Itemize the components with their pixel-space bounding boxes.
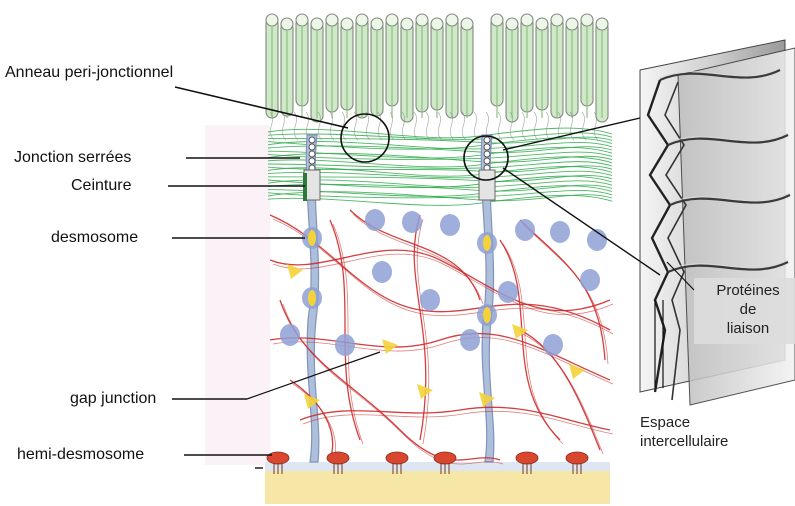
desmosome-core (483, 307, 491, 323)
microvillus-tip (536, 18, 548, 30)
microvillus-tip (416, 14, 428, 26)
terminal-web-filament (330, 112, 334, 140)
microvillus-tip (296, 14, 308, 26)
terminal-web-filament (522, 112, 526, 140)
desmosome-core (308, 230, 316, 246)
microvillus-tip (386, 14, 398, 26)
terminal-web-filament (582, 112, 586, 140)
microvillus-tip (521, 14, 533, 26)
zoom-circle-anneau (341, 114, 389, 162)
hemi-desmosome-plaque (566, 452, 588, 464)
keratin-filaments (270, 210, 613, 464)
desmosome-plaque (440, 214, 460, 236)
microvillus-tip (326, 14, 338, 26)
label-espace: Espace (640, 414, 690, 432)
keratin-filament (300, 407, 610, 430)
label-desmosome: desmosome (51, 229, 138, 247)
label-intercellulaire: intercellulaire (640, 433, 728, 451)
desmosome-plaque (365, 209, 385, 231)
microvillus-tip (266, 14, 278, 26)
microvillus-tip (566, 18, 578, 30)
label-ceinture: Ceinture (71, 177, 131, 195)
desmosome-plaque (335, 334, 355, 356)
gap-junction (512, 324, 528, 339)
microvillus-tip (581, 14, 593, 26)
microvillus-tip (341, 18, 353, 30)
desmosome-plaque (543, 334, 563, 356)
terminal-web-filament (498, 112, 502, 140)
microvillus-tip (596, 18, 608, 30)
label-proteines: Protéines (702, 282, 794, 300)
tight-junction-strand (309, 137, 315, 143)
keratin-filament (330, 220, 360, 440)
microvillus-tip (311, 18, 323, 30)
keratin-filament (273, 254, 613, 314)
basal-lamina (265, 470, 610, 504)
desmosome-plaque (460, 329, 480, 351)
keratin-filament (523, 334, 603, 454)
terminal-web-filament (474, 112, 478, 140)
hemi-desmosome-plaque (516, 452, 538, 464)
desmosome-plaque (498, 281, 518, 303)
terminal-web-filament (438, 112, 442, 140)
gap-junction (569, 364, 585, 379)
terminal-web-filament (390, 112, 394, 140)
keratin-filament (303, 411, 613, 434)
tight-junction-strand (309, 151, 315, 157)
microvillus-tip (431, 18, 443, 30)
desmosome-plaque (550, 221, 570, 243)
label-gap-junction: gap junction (70, 390, 156, 408)
microvillus-tip (356, 14, 368, 26)
label-hemi-desmosome: hemi-desmosome (17, 446, 144, 464)
label-anneau-peri-jonctionnel: Anneau peri-jonctionnel (5, 64, 173, 82)
microvillus-tip (461, 18, 473, 30)
adherens-belt (479, 170, 495, 200)
desmosome-plaque (420, 289, 440, 311)
desmosome-plaque (402, 211, 422, 233)
hemi-desmosome-plaque (434, 452, 456, 464)
basal-membrane (265, 462, 610, 471)
hemi-desmosome-plaque (267, 452, 289, 464)
microvillus-tip (371, 18, 383, 30)
desmosome-core (483, 235, 491, 251)
desmosome-plaque (515, 219, 535, 241)
microvillus-tip (446, 14, 458, 26)
desmosome-plaque (372, 261, 392, 283)
microvillus-tip (551, 14, 563, 26)
desmosome-core (308, 290, 316, 306)
desmosome-plaque (580, 269, 600, 291)
label-jonction-serrees: Jonction serrées (14, 149, 131, 167)
label-proteines-liaison: liaison (702, 320, 794, 338)
microvillus-tip (491, 14, 503, 26)
microvilli-layer (266, 14, 608, 122)
tight-junction-strand (309, 144, 315, 150)
microvillus-tip (506, 18, 518, 30)
tight-junction-strand (484, 137, 490, 143)
tight-junction-strand (484, 158, 490, 164)
microvillus-tip (281, 18, 293, 30)
ceinture-plaque (303, 173, 307, 201)
hemi-desmosome-plaque (327, 452, 349, 464)
tight-junction-strand (484, 144, 490, 150)
cytoplasm-background (205, 125, 270, 465)
gap-junction (382, 339, 398, 354)
gap-junction (287, 264, 303, 279)
desmosomes (280, 209, 607, 356)
gap-junctions (287, 264, 585, 409)
terminal-web-filament (546, 112, 550, 140)
tight-junction-strand (484, 151, 490, 157)
microvillus-tip (401, 18, 413, 30)
label-proteines-de: de (702, 301, 794, 319)
tight-junction-strand (309, 158, 315, 164)
zoom-connector-top (503, 118, 640, 150)
desmosome-plaque (280, 324, 300, 346)
terminal-web-filament (426, 112, 430, 140)
hemi-desmosome-plaque (386, 452, 408, 464)
terminal-web-filament (414, 112, 418, 140)
